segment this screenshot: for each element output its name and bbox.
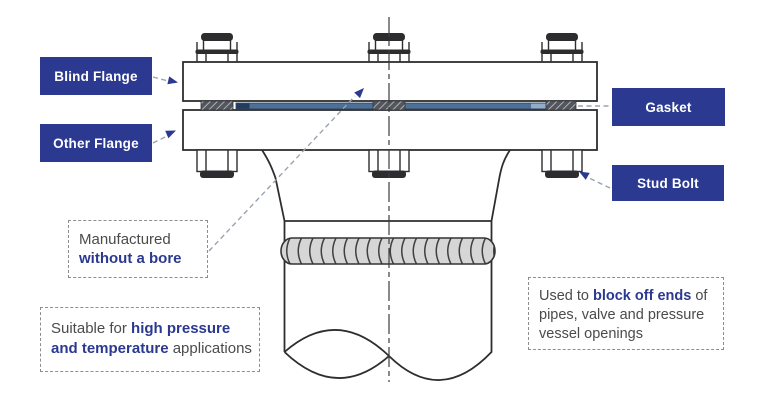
note-highlight: high pressure <box>131 320 231 337</box>
note-without-bore-line2: without a bore <box>79 249 207 268</box>
gasket-label: Gasket <box>612 88 725 126</box>
note-text: Manufactured <box>79 231 171 248</box>
note-text: applications <box>168 340 252 357</box>
pipe-break-curve <box>283 329 493 381</box>
arrowhead-other-flange <box>165 130 176 139</box>
stud-bolt-label: Stud Bolt <box>612 165 724 201</box>
stud-bolt-top-left <box>194 32 240 63</box>
note-usage-line3: vessel openings <box>539 325 723 344</box>
note-highlight: and temperature <box>51 340 169 357</box>
other-flange-label-text: Other Flange <box>53 135 139 151</box>
stud-bolt-top-right <box>539 32 585 63</box>
arrowheads <box>165 76 590 180</box>
arrowhead-stud-bolt <box>579 171 590 180</box>
note-without-bore-line1: Manufactured <box>79 230 207 249</box>
note-highlight: block off ends <box>593 288 692 304</box>
note-text: vessel openings <box>539 326 643 342</box>
leader-without-bore <box>208 95 356 252</box>
note-usage-line2: pipes, valve and pressure <box>539 306 723 325</box>
arrowhead-without-bore <box>354 88 364 99</box>
blind-flange-label-text: Blind Flange <box>54 68 138 84</box>
other-flange-shape <box>182 109 598 151</box>
stud-bolt-label-text: Stud Bolt <box>637 175 699 191</box>
note-text: of <box>691 288 708 304</box>
note-suitable: Suitable for high pressure and temperatu… <box>40 307 260 372</box>
note-text: pipes, valve and pressure <box>539 307 705 323</box>
leader-blind-flange <box>152 76 171 83</box>
pipe-hub-outline <box>261 149 511 353</box>
gasket-label-text: Gasket <box>645 99 692 115</box>
leader-stud-bolt <box>587 176 611 189</box>
other-flange-label: Other Flange <box>40 124 152 162</box>
note-suitable-line1: Suitable for high pressure <box>51 319 259 339</box>
arrowhead-blind-flange <box>167 76 178 85</box>
blind-flange-label: Blind Flange <box>40 57 152 95</box>
leader-other-flange <box>152 134 170 144</box>
note-text: Suitable for <box>51 320 132 337</box>
leader-lines <box>152 76 611 252</box>
note-text: Used to <box>539 288 593 304</box>
stud-bolt-bottom-left <box>196 149 238 179</box>
weld-band <box>280 237 496 265</box>
note-without-bore: Manufactured without a bore <box>68 220 208 278</box>
blind-flange-shape <box>182 61 598 102</box>
stud-bolt-bottom-right <box>541 149 583 179</box>
note-suitable-line2: and temperature applications <box>51 339 259 359</box>
note-highlight: without a bore <box>79 250 182 267</box>
note-usage-line1: Used to block off ends of <box>539 287 723 306</box>
note-usage: Used to block off ends of pipes, valve a… <box>528 277 724 350</box>
